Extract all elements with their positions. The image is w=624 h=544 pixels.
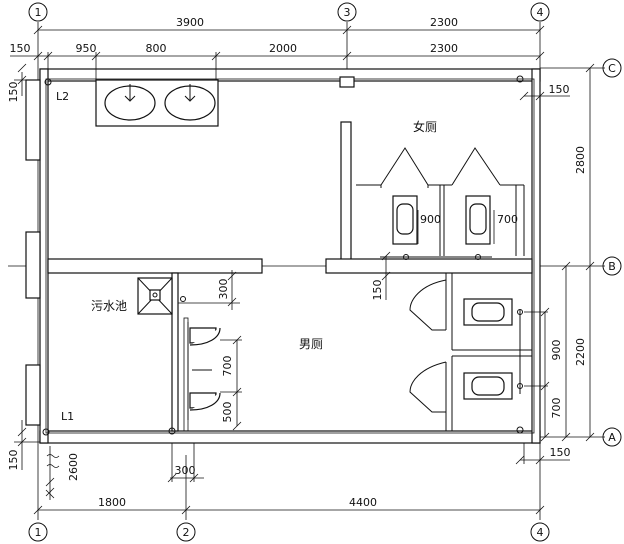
- dim-row2-2000: 2000: [269, 42, 297, 55]
- dim-mid-150: 150: [371, 280, 384, 301]
- dim-left-150-top: 150: [7, 82, 20, 103]
- dim-bottom-150-right: 150: [550, 446, 571, 459]
- axis-bubble-4-bottom: 4: [530, 522, 550, 542]
- room-label-women: 女厕: [413, 119, 437, 134]
- svg-text:B: B: [608, 260, 616, 273]
- partition-horizontal-left: [47, 258, 263, 274]
- dim-right-2800: 2800: [574, 146, 587, 174]
- dim-bottom-150-left: 150: [7, 450, 20, 471]
- dim-bottom-2600: 2600: [67, 453, 80, 481]
- axis-bubble-A: A: [602, 427, 622, 447]
- dim-urinal-700: 700: [221, 356, 234, 377]
- partition-vertical: [340, 121, 352, 273]
- men-stalls: [409, 273, 532, 431]
- dim-right-150-top: 150: [549, 83, 570, 96]
- washbasin-arrow-icon: [124, 84, 196, 102]
- dim-top-3900: 3900: [176, 16, 204, 29]
- washbasin-counter: [95, 79, 219, 127]
- axis-bubble-1-top: 1: [28, 2, 48, 22]
- dim-right-2200: 2200: [574, 338, 587, 366]
- women-stalls: [356, 147, 525, 260]
- urinals: [187, 322, 221, 420]
- dim-urinal-500: 500: [221, 402, 234, 423]
- axis-bubble-1-bottom: 1: [28, 522, 48, 542]
- dim-row2-150: 150: [10, 42, 31, 55]
- walls: [25, 68, 541, 444]
- dim-men-900: 900: [550, 340, 563, 361]
- axis-bubble-3-top: 3: [337, 2, 357, 22]
- axis-bubble-C: C: [602, 58, 622, 78]
- partition-horizontal-right: [325, 258, 533, 274]
- label-L1: L1: [61, 410, 74, 423]
- east-wall: [531, 68, 541, 444]
- room-label-men: 男厕: [299, 337, 323, 351]
- dim-sink-300: 300: [217, 279, 230, 300]
- riser-L1: [42, 428, 50, 436]
- dim-top-2300: 2300: [430, 16, 458, 29]
- dim-row2-2300: 2300: [430, 42, 458, 55]
- dimension-lines: [10, 25, 595, 515]
- svg-text:C: C: [608, 62, 616, 75]
- svg-text:4: 4: [537, 6, 544, 19]
- axis-bubble-B: B: [602, 256, 622, 276]
- dim-bottom-4400: 4400: [349, 496, 377, 509]
- dim-row2-800: 800: [146, 42, 167, 55]
- axis-bubble-2-bottom: 2: [176, 522, 196, 542]
- dim-bottom-1800: 1800: [98, 496, 126, 509]
- inner-outline: [45, 78, 535, 434]
- riser-L2: [44, 78, 52, 86]
- room-label-mop-sink: 污水池: [91, 299, 127, 313]
- mop-sink: [137, 277, 186, 315]
- svg-text:2: 2: [183, 526, 190, 539]
- svg-text:3: 3: [344, 6, 351, 19]
- axis-bubble-4-top: 4: [530, 2, 550, 22]
- dim-row2-950: 950: [76, 42, 97, 55]
- label-L2: L2: [56, 90, 69, 103]
- dim-w-700: 700: [497, 213, 518, 226]
- svg-text:4: 4: [537, 526, 544, 539]
- west-wall: [39, 68, 49, 444]
- dim-w-900: 900: [420, 213, 441, 226]
- svg-text:1: 1: [35, 6, 42, 19]
- pipe-riser-top: [339, 76, 355, 88]
- svg-text:1: 1: [35, 526, 42, 539]
- partition-mop-room: [171, 272, 179, 432]
- dim-men-700: 700: [550, 398, 563, 419]
- dim-bottom-300: 300: [175, 464, 196, 477]
- svg-text:A: A: [608, 431, 616, 444]
